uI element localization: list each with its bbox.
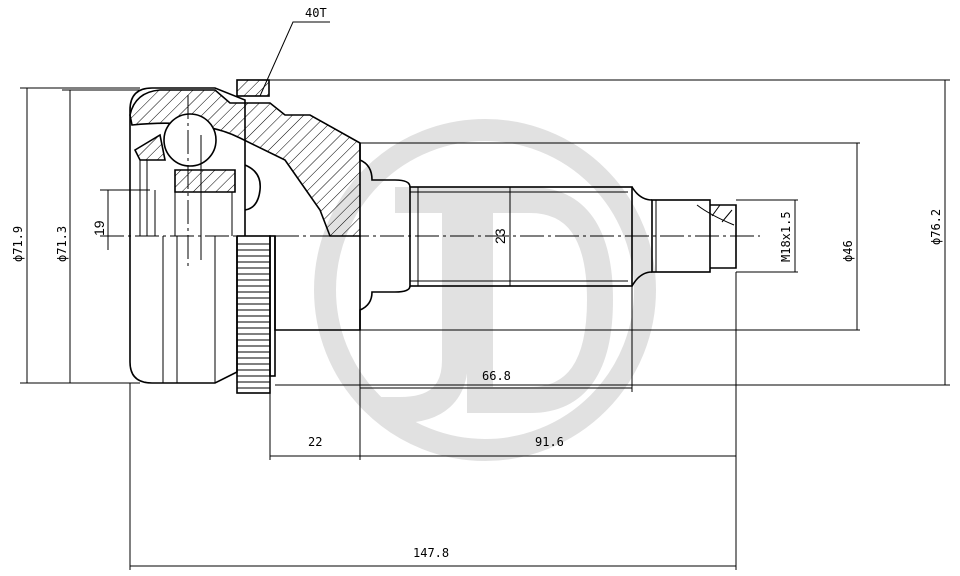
watermark-logo	[314, 119, 656, 461]
outer-housing	[129, 79, 361, 384]
spline	[409, 186, 633, 287]
label-outer-dia-2: ϕ71.3	[55, 226, 69, 262]
label-abs-width: 22	[308, 435, 322, 449]
dimension-labels: 40T ϕ71.9 ϕ71.3 19 23 M18x1.5 ϕ46 ϕ76.2 …	[11, 6, 943, 560]
label-spline-dia: 23	[492, 228, 508, 244]
label-shaft-length: 91.6	[535, 435, 564, 449]
label-outer-dia-1: ϕ71.9	[11, 226, 25, 262]
abs-ring	[236, 235, 276, 394]
label-inner-radius: 19	[91, 220, 107, 236]
teeth-leader	[259, 21, 330, 97]
thread	[651, 199, 711, 273]
label-spline-length: 66.8	[482, 369, 511, 383]
dimension-lines	[20, 21, 950, 570]
shaft	[274, 143, 737, 331]
label-seal-dia: ϕ46	[841, 240, 855, 262]
label-thread: M18x1.5	[779, 211, 793, 262]
label-abs-dia: ϕ76.2	[929, 209, 943, 245]
label-total-length: 147.8	[413, 546, 449, 560]
label-teeth: 40T	[305, 6, 327, 20]
ball	[163, 113, 217, 167]
